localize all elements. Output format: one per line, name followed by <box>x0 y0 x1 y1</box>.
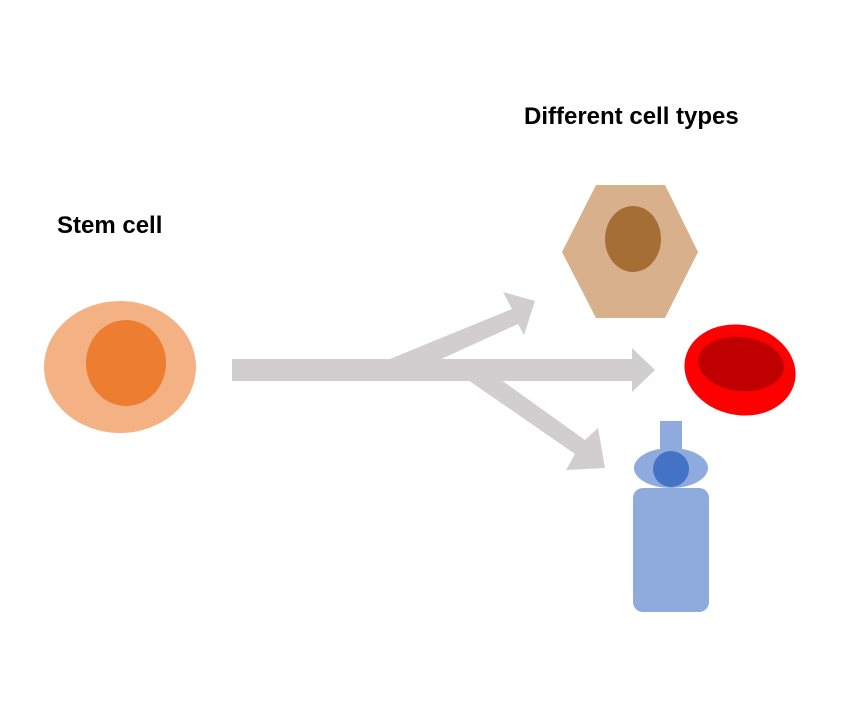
stem-cell-label: Stem cell <box>57 212 163 239</box>
neuron-cell-stalk <box>660 421 682 453</box>
stem-cell <box>44 301 196 433</box>
neuron-cell <box>633 421 709 612</box>
red-blood-cell-inner <box>698 336 784 392</box>
red-blood-cell <box>684 324 796 416</box>
hexagon-cell-nucleus <box>605 206 661 272</box>
differentiation-arrows <box>232 292 655 470</box>
neuron-cell-nucleus <box>653 451 689 487</box>
different-cell-types-label: Different cell types <box>524 103 739 130</box>
arrow-to-hexagon-cell <box>385 292 535 380</box>
hexagon-cell <box>562 185 698 318</box>
stem-cell-nucleus <box>86 320 166 406</box>
arrow-to-neuron-cell <box>458 362 605 470</box>
neuron-cell-body <box>633 488 709 612</box>
arrow-to-red-blood-cell <box>232 348 655 392</box>
